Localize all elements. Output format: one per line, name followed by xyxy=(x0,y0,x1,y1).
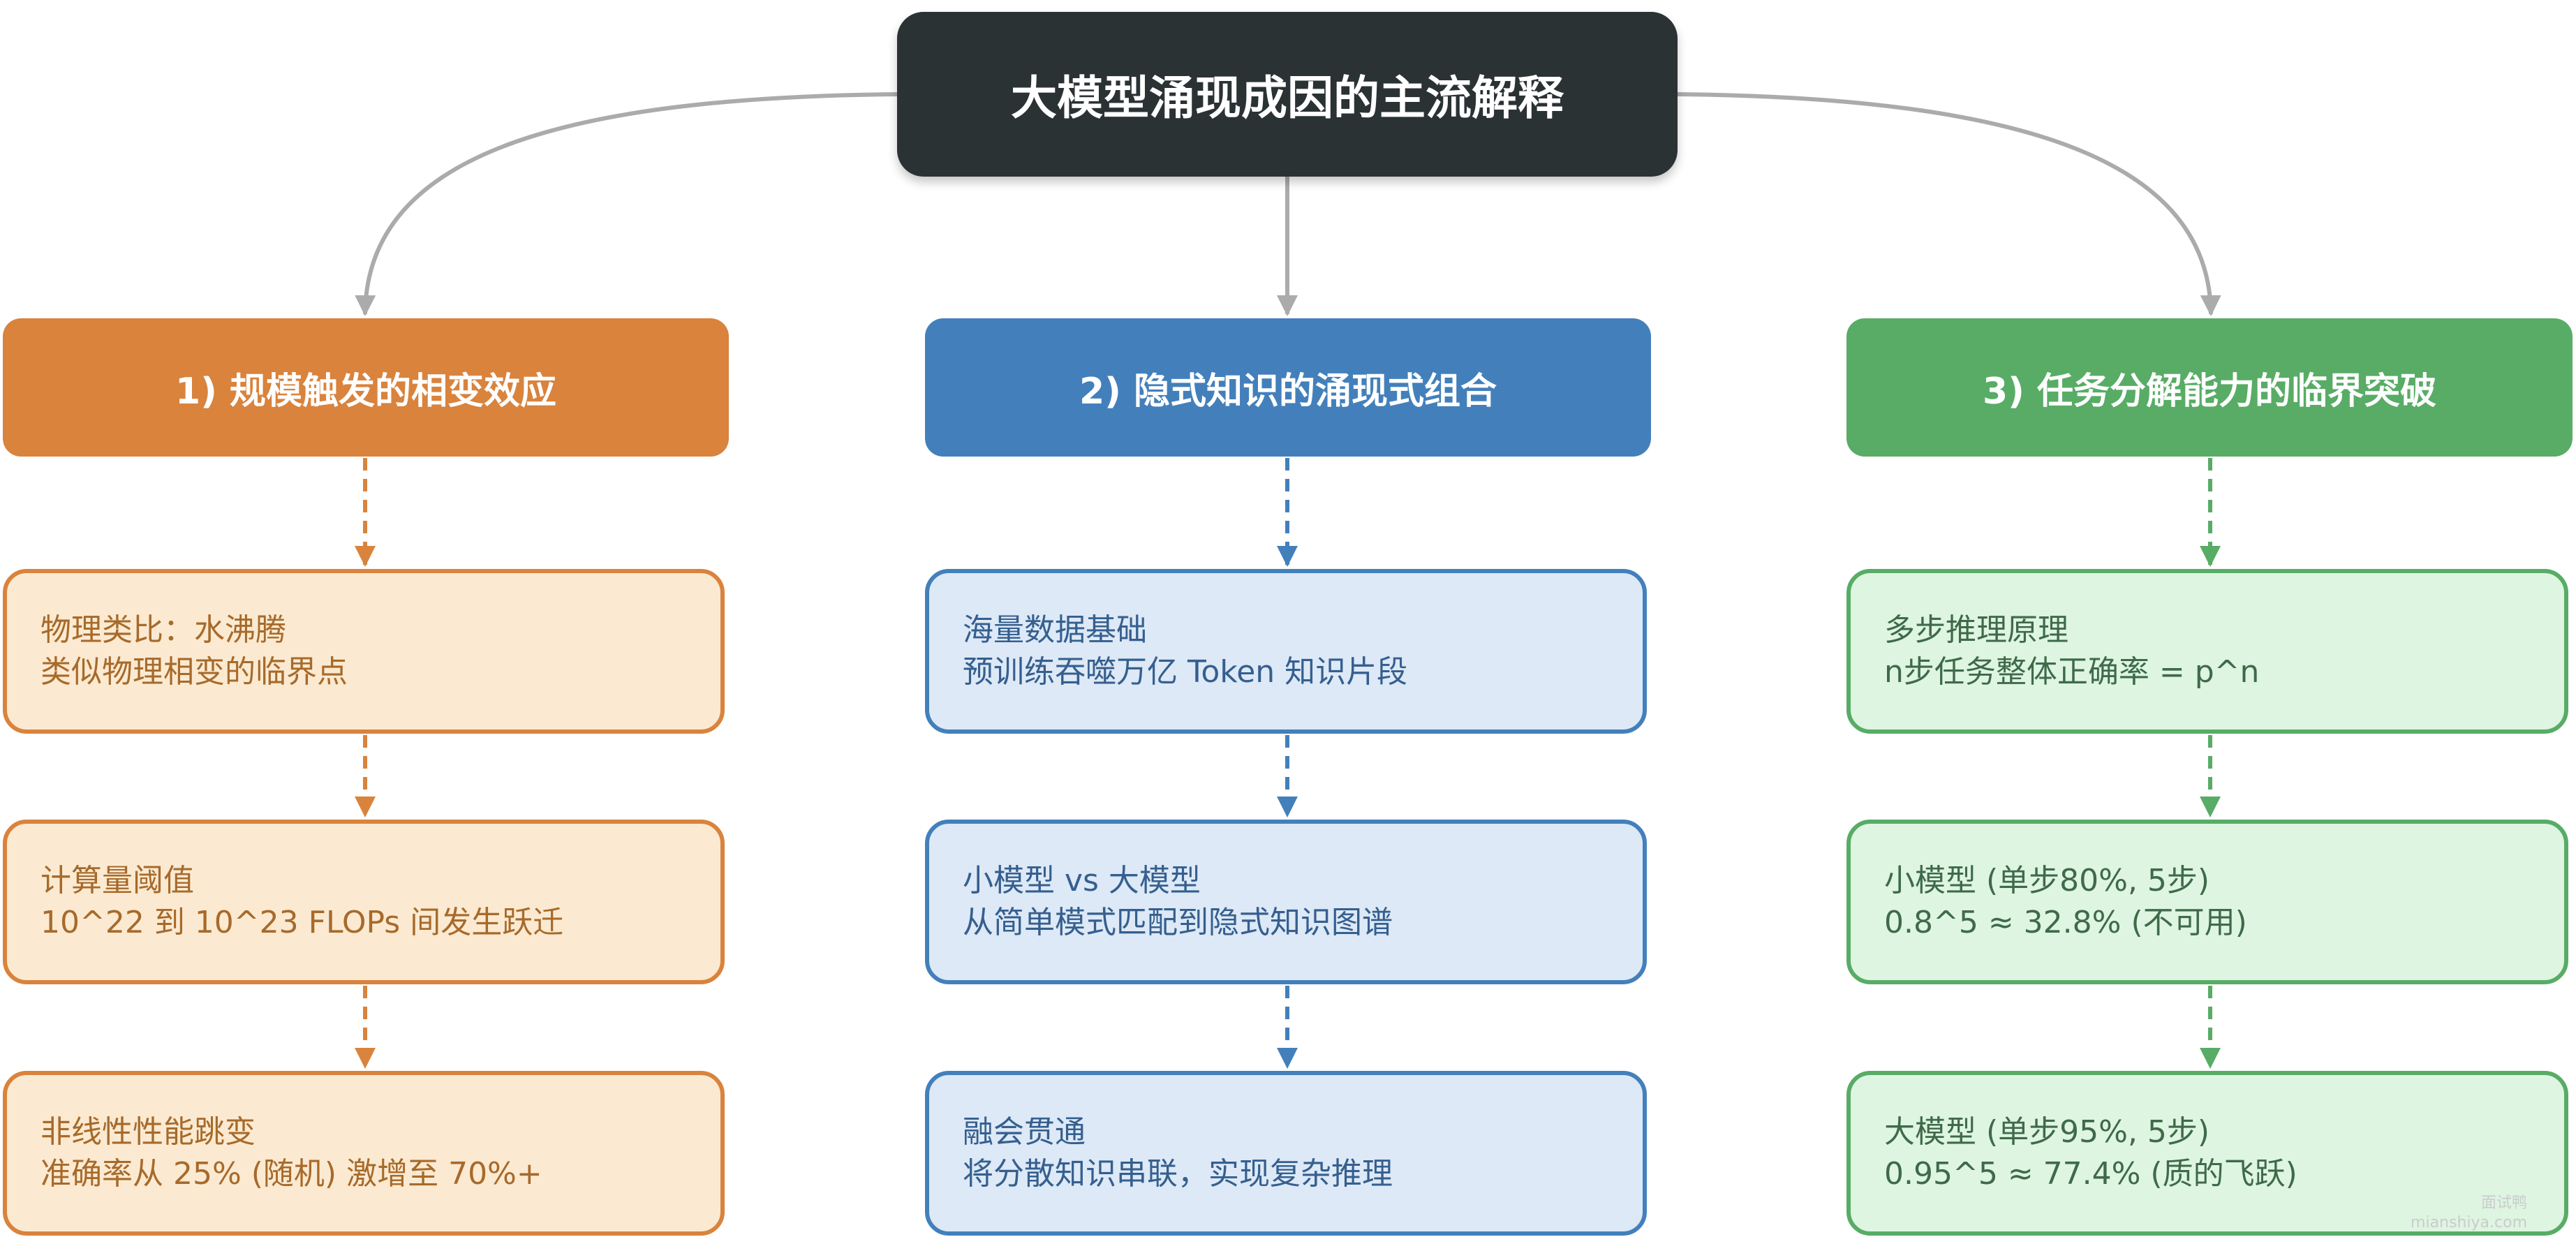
card-line2: 0.95^5 ≈ 77.4% (质的飞跃) xyxy=(1884,1156,2297,1192)
connector-root-to-col3 xyxy=(1677,92,2221,316)
col3-card2: 小模型 (单步80%, 5步) 0.8^5 ≈ 32.8% (不可用) xyxy=(1846,820,2568,984)
col2-card3: 融会贯通 将分散知识串联，实现复杂推理 xyxy=(925,1071,1647,1236)
col1-heading: 1) 规模触发的相变效应 xyxy=(3,318,729,457)
card-line2: 将分散知识串联，实现复杂推理 xyxy=(963,1156,1393,1192)
connector-root-to-col1 xyxy=(355,92,898,316)
card-line1: 物理类比：水沸腾 xyxy=(40,612,286,648)
card-line1: 海量数据基础 xyxy=(963,612,1147,648)
card-line1: 多步推理原理 xyxy=(1884,612,2068,648)
col1-card1: 物理类比：水沸腾 类似物理相变的临界点 xyxy=(3,569,725,734)
col2-card1: 海量数据基础 预训练吞噬万亿 Token 知识片段 xyxy=(925,569,1647,734)
watermark: 面试鸭 mianshiya.com xyxy=(2411,1194,2527,1233)
card-line2: 0.8^5 ≈ 32.8% (不可用) xyxy=(1884,905,2247,940)
col3-card3: 大模型 (单步95%, 5步) 0.95^5 ≈ 77.4% (质的飞跃) xyxy=(1846,1071,2568,1236)
card-line2: 准确率从 25% (随机) 激增至 70%+ xyxy=(40,1156,542,1192)
card-line1: 小模型 vs 大模型 xyxy=(963,863,1201,898)
card-line1: 融会贯通 xyxy=(963,1114,1086,1150)
col1-card3: 非线性性能跳变 准确率从 25% (随机) 激增至 70%+ xyxy=(3,1071,725,1236)
card-line1: 小模型 (单步80%, 5步) xyxy=(1884,863,2210,898)
col2-card2: 小模型 vs 大模型 从简单模式匹配到隐式知识图谱 xyxy=(925,820,1647,984)
diagram-title: 大模型涌现成因的主流解释 xyxy=(897,12,1678,177)
watermark-cn: 面试鸭 xyxy=(2480,1194,2527,1212)
col3-card1: 多步推理原理 n步任务整体正确率 = p^n xyxy=(1846,569,2568,734)
card-line2: 类似物理相变的临界点 xyxy=(40,654,348,690)
card-line1: 非线性性能跳变 xyxy=(40,1114,256,1150)
card-line1: 大模型 (单步95%, 5步) xyxy=(1884,1114,2210,1150)
card-line2: 从简单模式匹配到隐式知识图谱 xyxy=(963,905,1393,940)
card-line2: 10^22 到 10^23 FLOPs 间发生跃迁 xyxy=(40,905,564,940)
watermark-url: mianshiya.com xyxy=(2411,1214,2527,1231)
col1-card2: 计算量阈值 10^22 到 10^23 FLOPs 间发生跃迁 xyxy=(3,820,725,984)
col3-heading: 3) 任务分解能力的临界突破 xyxy=(1846,318,2573,457)
card-line1: 计算量阈值 xyxy=(40,863,194,898)
card-line2: 预训练吞噬万亿 Token 知识片段 xyxy=(963,654,1408,690)
col2-heading: 2) 隐式知识的涌现式组合 xyxy=(925,318,1651,457)
card-line2: n步任务整体正确率 = p^n xyxy=(1884,654,2260,690)
